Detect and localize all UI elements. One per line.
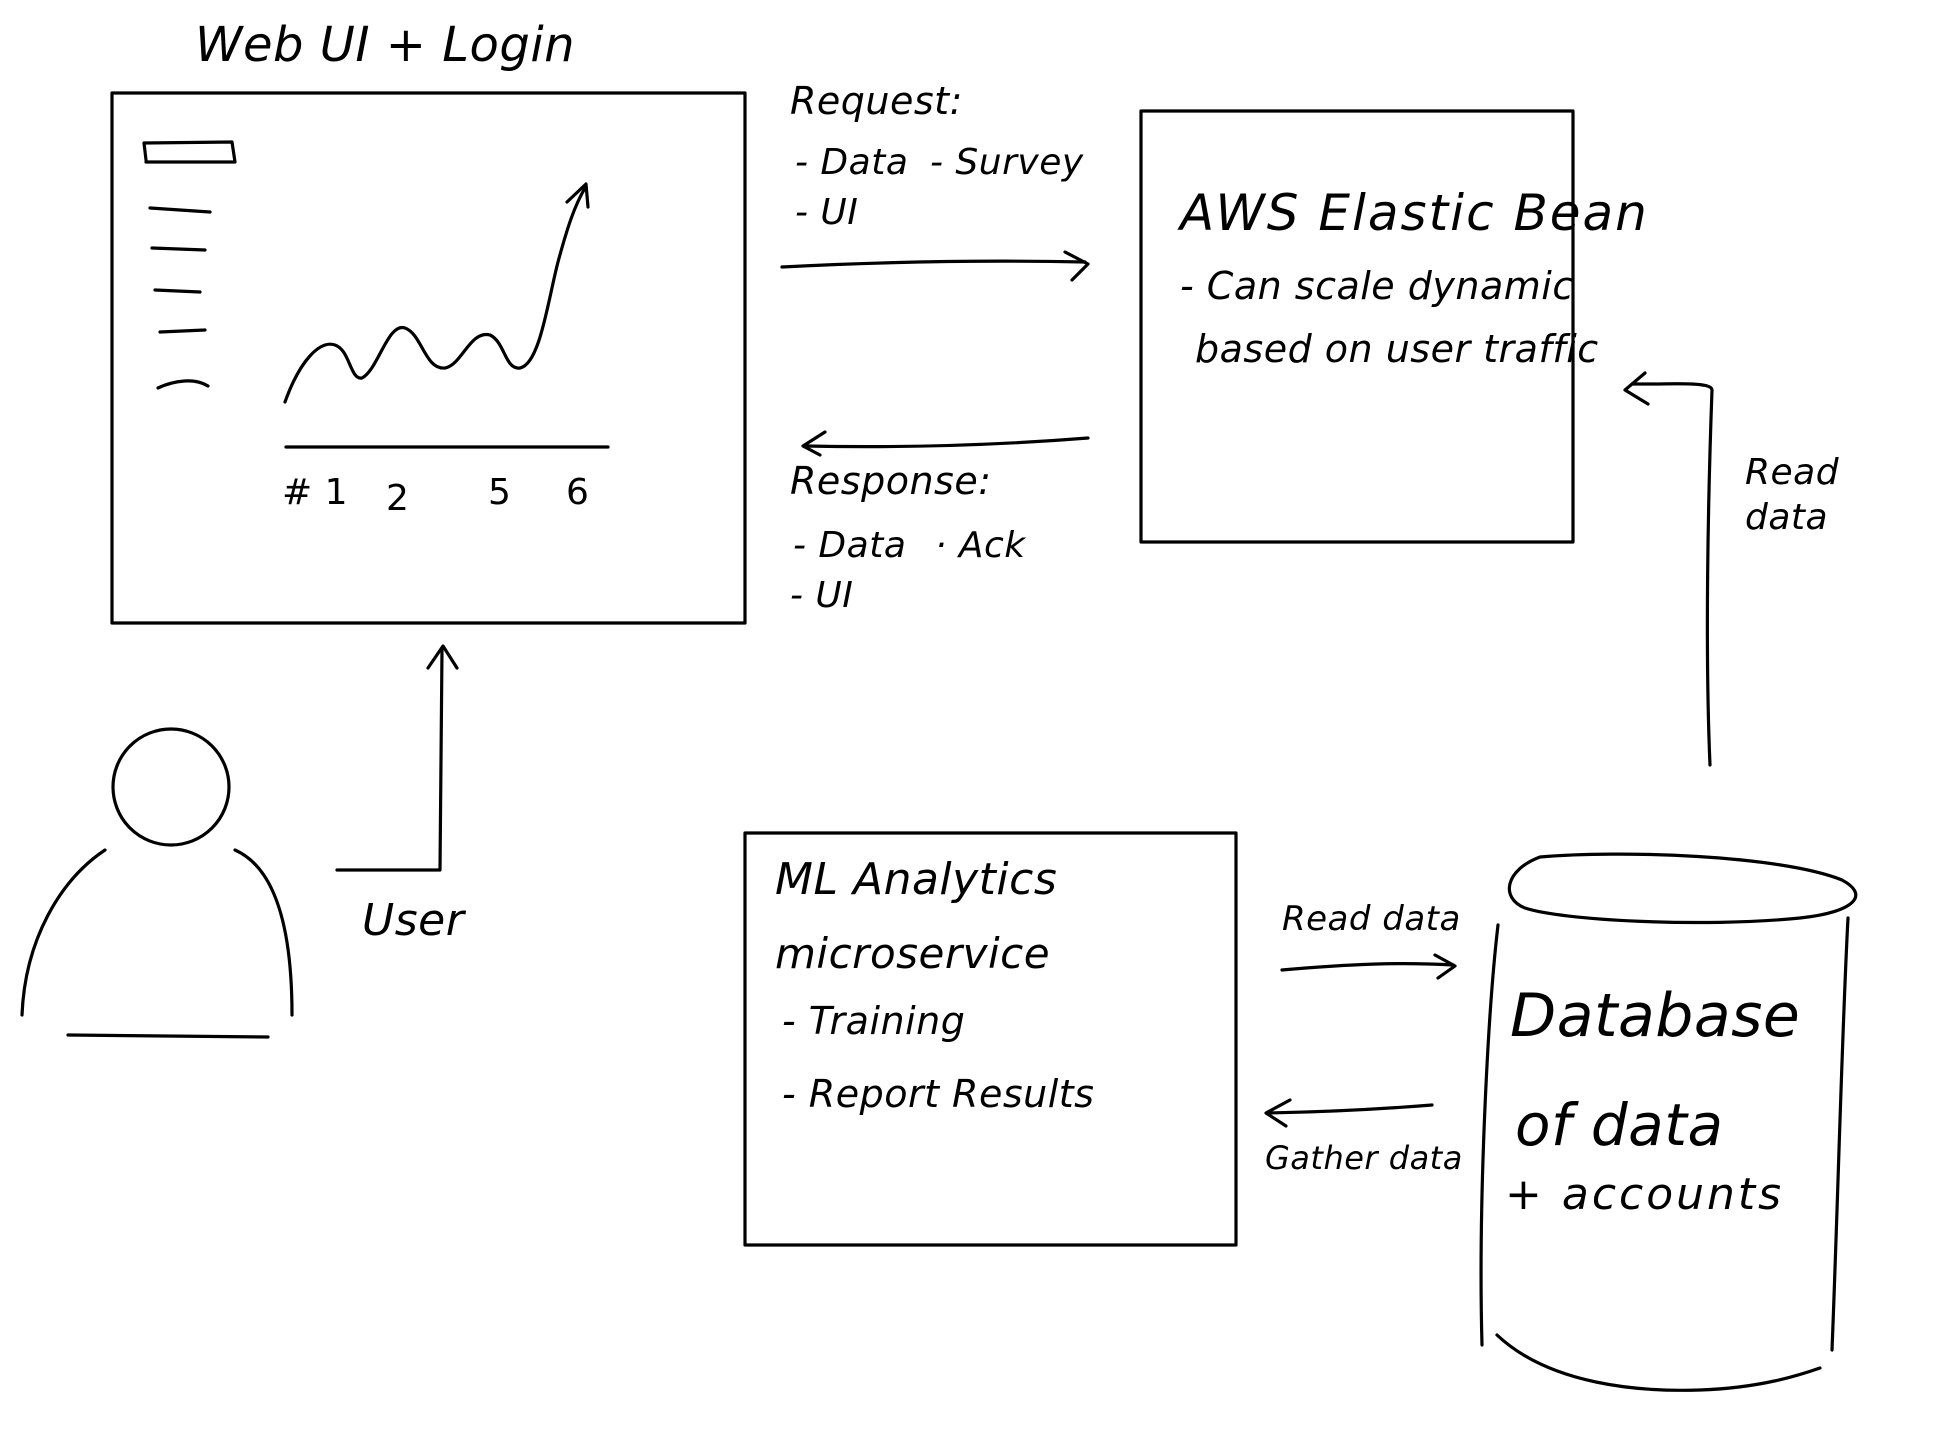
chart-tick-label: # 1: [282, 472, 349, 513]
sidebar-line: [156, 379, 210, 390]
user-desk-line: [66, 1033, 270, 1039]
response-item: - Data: [793, 525, 907, 566]
chart-arrowhead-icon: [565, 182, 590, 209]
response-item: · Ack: [935, 525, 1026, 566]
read-data-label-line: Read: [1745, 452, 1840, 493]
user-body-icon: [20, 848, 107, 1017]
database-top-icon: [1507, 852, 1858, 925]
read-data-mid-arrowhead-icon: [1433, 953, 1457, 980]
read-data-arrow-right: [1630, 382, 1714, 767]
web-ui-title: Web UI + Login: [195, 17, 576, 73]
request-arrow: [780, 259, 1087, 269]
request-arrowhead-icon: [1063, 250, 1090, 282]
ml-title: ML Analytics: [775, 854, 1058, 905]
sidebar-line: [153, 288, 202, 294]
ml-item: - Report Results: [782, 1072, 1095, 1116]
response-item: - UI: [790, 575, 854, 616]
read-data-arrowhead-icon: [1623, 371, 1650, 406]
database-right-side: [1830, 916, 1850, 1352]
web-ui-box: [110, 91, 747, 625]
ml-subtitle: microservice: [775, 929, 1051, 978]
sidebar-line: [150, 246, 207, 252]
sidebar-line: [158, 328, 207, 334]
ml-analytics-box: [743, 831, 1238, 1247]
database-bottom-curve: [1495, 1333, 1822, 1392]
user-body-icon: [233, 848, 294, 1017]
request-item: - Survey: [930, 142, 1084, 183]
request-title: Request:: [790, 79, 963, 123]
read-data-label-mid: Read data: [1282, 899, 1461, 939]
database-label: + accounts: [1505, 1169, 1785, 1220]
chart-trend-line: [283, 186, 587, 404]
database-label: of data: [1515, 1091, 1724, 1159]
aws-description: - Can scale dynamic: [1180, 264, 1574, 308]
user-arrowhead-icon: [426, 644, 459, 670]
gather-data-arrowhead-icon: [1264, 1098, 1292, 1128]
read-data-label-right: Read data: [1745, 450, 1839, 540]
chart-tick-label: 5: [488, 472, 512, 513]
gather-data-arrow: [1266, 1103, 1434, 1115]
database-label: Database: [1510, 981, 1801, 1051]
sidebar-line: [148, 206, 212, 214]
user-head-icon: [111, 727, 231, 847]
aws-description: based on user traffic: [1195, 327, 1599, 371]
user-arrow: [335, 648, 444, 872]
request-item: - UI: [795, 192, 859, 233]
chart-tick-label: 6: [566, 472, 590, 513]
read-data-label-line: data: [1745, 497, 1829, 538]
chart-tick-label: 2: [386, 478, 410, 519]
aws-title: AWS Elastic Bean: [1180, 184, 1649, 242]
response-arrowhead-icon: [801, 430, 827, 457]
database-left-side: [1479, 923, 1500, 1347]
response-arrow: [803, 436, 1090, 449]
aws-elastic-bean-box: [1139, 109, 1575, 544]
read-data-arrow-mid: [1280, 962, 1455, 972]
sidebar-header-icon: [142, 140, 237, 164]
ml-item: - Training: [782, 999, 966, 1043]
request-item: - Data: [795, 142, 909, 183]
response-title: Response:: [790, 459, 992, 503]
gather-data-label: Gather data: [1265, 1139, 1463, 1177]
user-label: User: [362, 895, 465, 946]
